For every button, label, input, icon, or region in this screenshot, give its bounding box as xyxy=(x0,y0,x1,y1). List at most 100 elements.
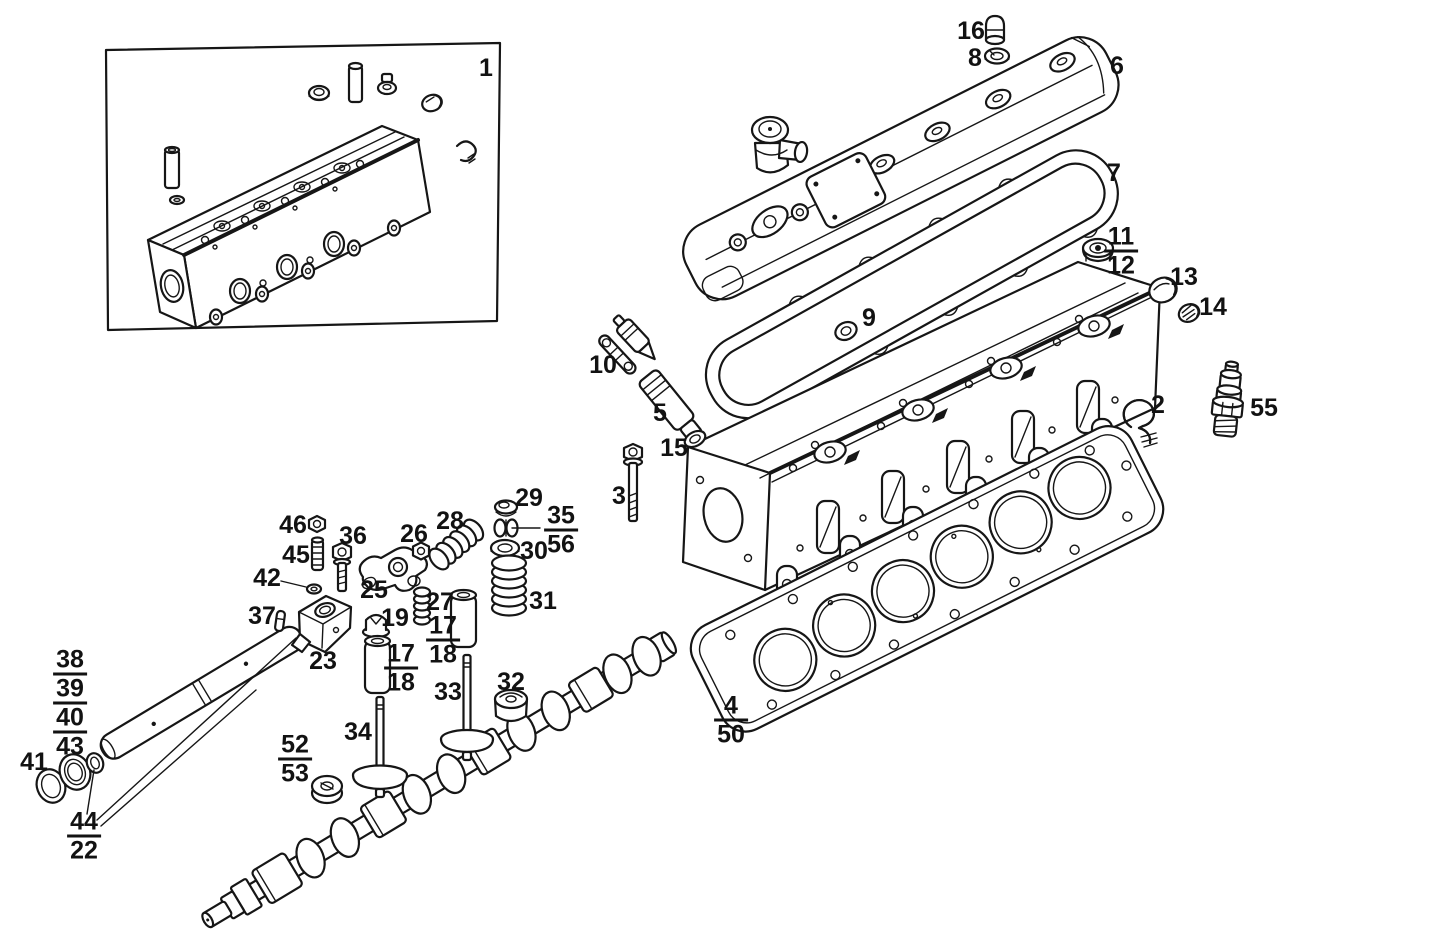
part-label-33: 33 xyxy=(431,679,465,705)
valve-guide-left xyxy=(363,634,392,695)
part-number-text: 22 xyxy=(70,836,98,865)
part-number-text: 1 xyxy=(479,54,493,82)
part-number-text: 37 xyxy=(248,602,276,630)
part-number-text: 15 xyxy=(660,434,688,462)
part-label-31: 31 xyxy=(526,588,560,614)
tappet-32 xyxy=(493,688,529,723)
rocker-arm xyxy=(358,546,429,592)
part-number-text: 25 xyxy=(360,576,388,604)
part-label-26: 26 xyxy=(397,521,431,547)
part-label-45: 45 xyxy=(279,542,313,568)
center-small-parts xyxy=(598,314,707,523)
valve-seal-19 xyxy=(361,613,391,639)
part-number-text: 30 xyxy=(520,537,548,565)
part-label-32: 32 xyxy=(494,669,528,695)
part-label-30: 30 xyxy=(517,538,551,564)
part-number-text: 10 xyxy=(589,351,617,379)
rocker-bracket xyxy=(290,594,353,654)
part-label-23: 23 xyxy=(306,648,340,674)
part-number-text: 53 xyxy=(281,759,309,788)
head-front-windows xyxy=(796,379,1119,555)
part-label-8: 8 xyxy=(965,45,985,71)
part-label-9: 9 xyxy=(859,305,879,331)
sensor-55 xyxy=(1210,360,1245,438)
part-number-text: 18 xyxy=(429,640,457,669)
spring-28 xyxy=(428,518,485,571)
part-label-46: 46 xyxy=(276,512,310,538)
part-label-3: 3 xyxy=(609,483,629,509)
part-label-28: 28 xyxy=(433,508,467,534)
part-label-37: 37 xyxy=(245,603,279,629)
part-label-7: 7 xyxy=(1104,160,1124,186)
valve-guide-right xyxy=(449,588,478,649)
part-number-text: 28 xyxy=(436,507,464,535)
part-number-text: 55 xyxy=(1250,394,1278,422)
part-number-text: 3 xyxy=(612,482,626,510)
part-label-10: 10 xyxy=(586,352,620,378)
part-number-text: 31 xyxy=(529,587,557,615)
part-label-15: 15 xyxy=(657,435,691,461)
part-number-text: 2 xyxy=(1151,391,1165,419)
camshaft xyxy=(201,631,678,929)
part-number-text: 29 xyxy=(515,484,543,512)
part-label-13: 13 xyxy=(1167,264,1201,290)
part-number-text: 26 xyxy=(400,520,428,548)
part-number-text: 33 xyxy=(434,678,462,706)
part-number-text: 9 xyxy=(862,304,876,332)
rocker-gear-parts xyxy=(274,499,541,695)
rocker-shaft xyxy=(35,625,304,827)
part-number-text: 35 xyxy=(544,503,578,532)
part-number-text: 11 xyxy=(1104,224,1138,253)
inset-assembled-head xyxy=(104,41,502,332)
part-number-text: 52 xyxy=(278,732,312,761)
cover-gasket xyxy=(704,149,1119,420)
part-number-text: 50 xyxy=(717,720,745,749)
part-label-16: 16 xyxy=(954,18,988,44)
valve-cover xyxy=(682,36,1120,302)
head-top-details xyxy=(788,314,1124,473)
part-label-29: 29 xyxy=(512,485,546,511)
part-number-text: 44 xyxy=(67,809,101,838)
valve-spring-31 xyxy=(490,554,528,617)
part-number-text: 4 xyxy=(714,693,748,722)
washer-9 xyxy=(834,320,858,342)
valves-and-tappet xyxy=(351,653,529,799)
hook-2 xyxy=(1122,399,1158,448)
part-number-text: 34 xyxy=(344,718,372,746)
grommet-11-12 xyxy=(1081,237,1115,263)
part-number-text: 27 xyxy=(426,588,454,616)
head-gasket xyxy=(689,425,1165,733)
part-number-text: 23 xyxy=(309,647,337,675)
leader-lines-left xyxy=(86,637,297,827)
part-label-27: 27 xyxy=(423,589,457,615)
part-number-text: 43 xyxy=(56,732,84,761)
spring-27 xyxy=(412,586,432,626)
part-label-6: 6 xyxy=(1107,53,1127,79)
part-label-14: 14 xyxy=(1196,294,1230,320)
part-number-text: 19 xyxy=(381,604,409,632)
part-number-text: 17 xyxy=(426,613,460,642)
part-number-text: 32 xyxy=(497,668,525,696)
part-number-text: 41 xyxy=(20,748,48,776)
part-number-text: 14 xyxy=(1199,293,1227,321)
part-number-text: 16 xyxy=(957,17,985,45)
part-label-25: 25 xyxy=(357,577,391,603)
head-bolt-3 xyxy=(622,442,644,523)
part-number-text: 17 xyxy=(384,641,418,670)
part-number-text: 5 xyxy=(653,399,667,427)
part-number-text: 36 xyxy=(339,522,367,550)
part-number-text: 18 xyxy=(387,668,415,697)
part-label-55: 55 xyxy=(1247,395,1281,421)
right-small-parts xyxy=(983,14,1245,448)
part-label-1: 1 xyxy=(476,55,496,81)
part-label-2: 2 xyxy=(1148,392,1168,418)
part-number-text: 46 xyxy=(279,511,307,539)
part-number-text: 39 xyxy=(53,676,87,705)
